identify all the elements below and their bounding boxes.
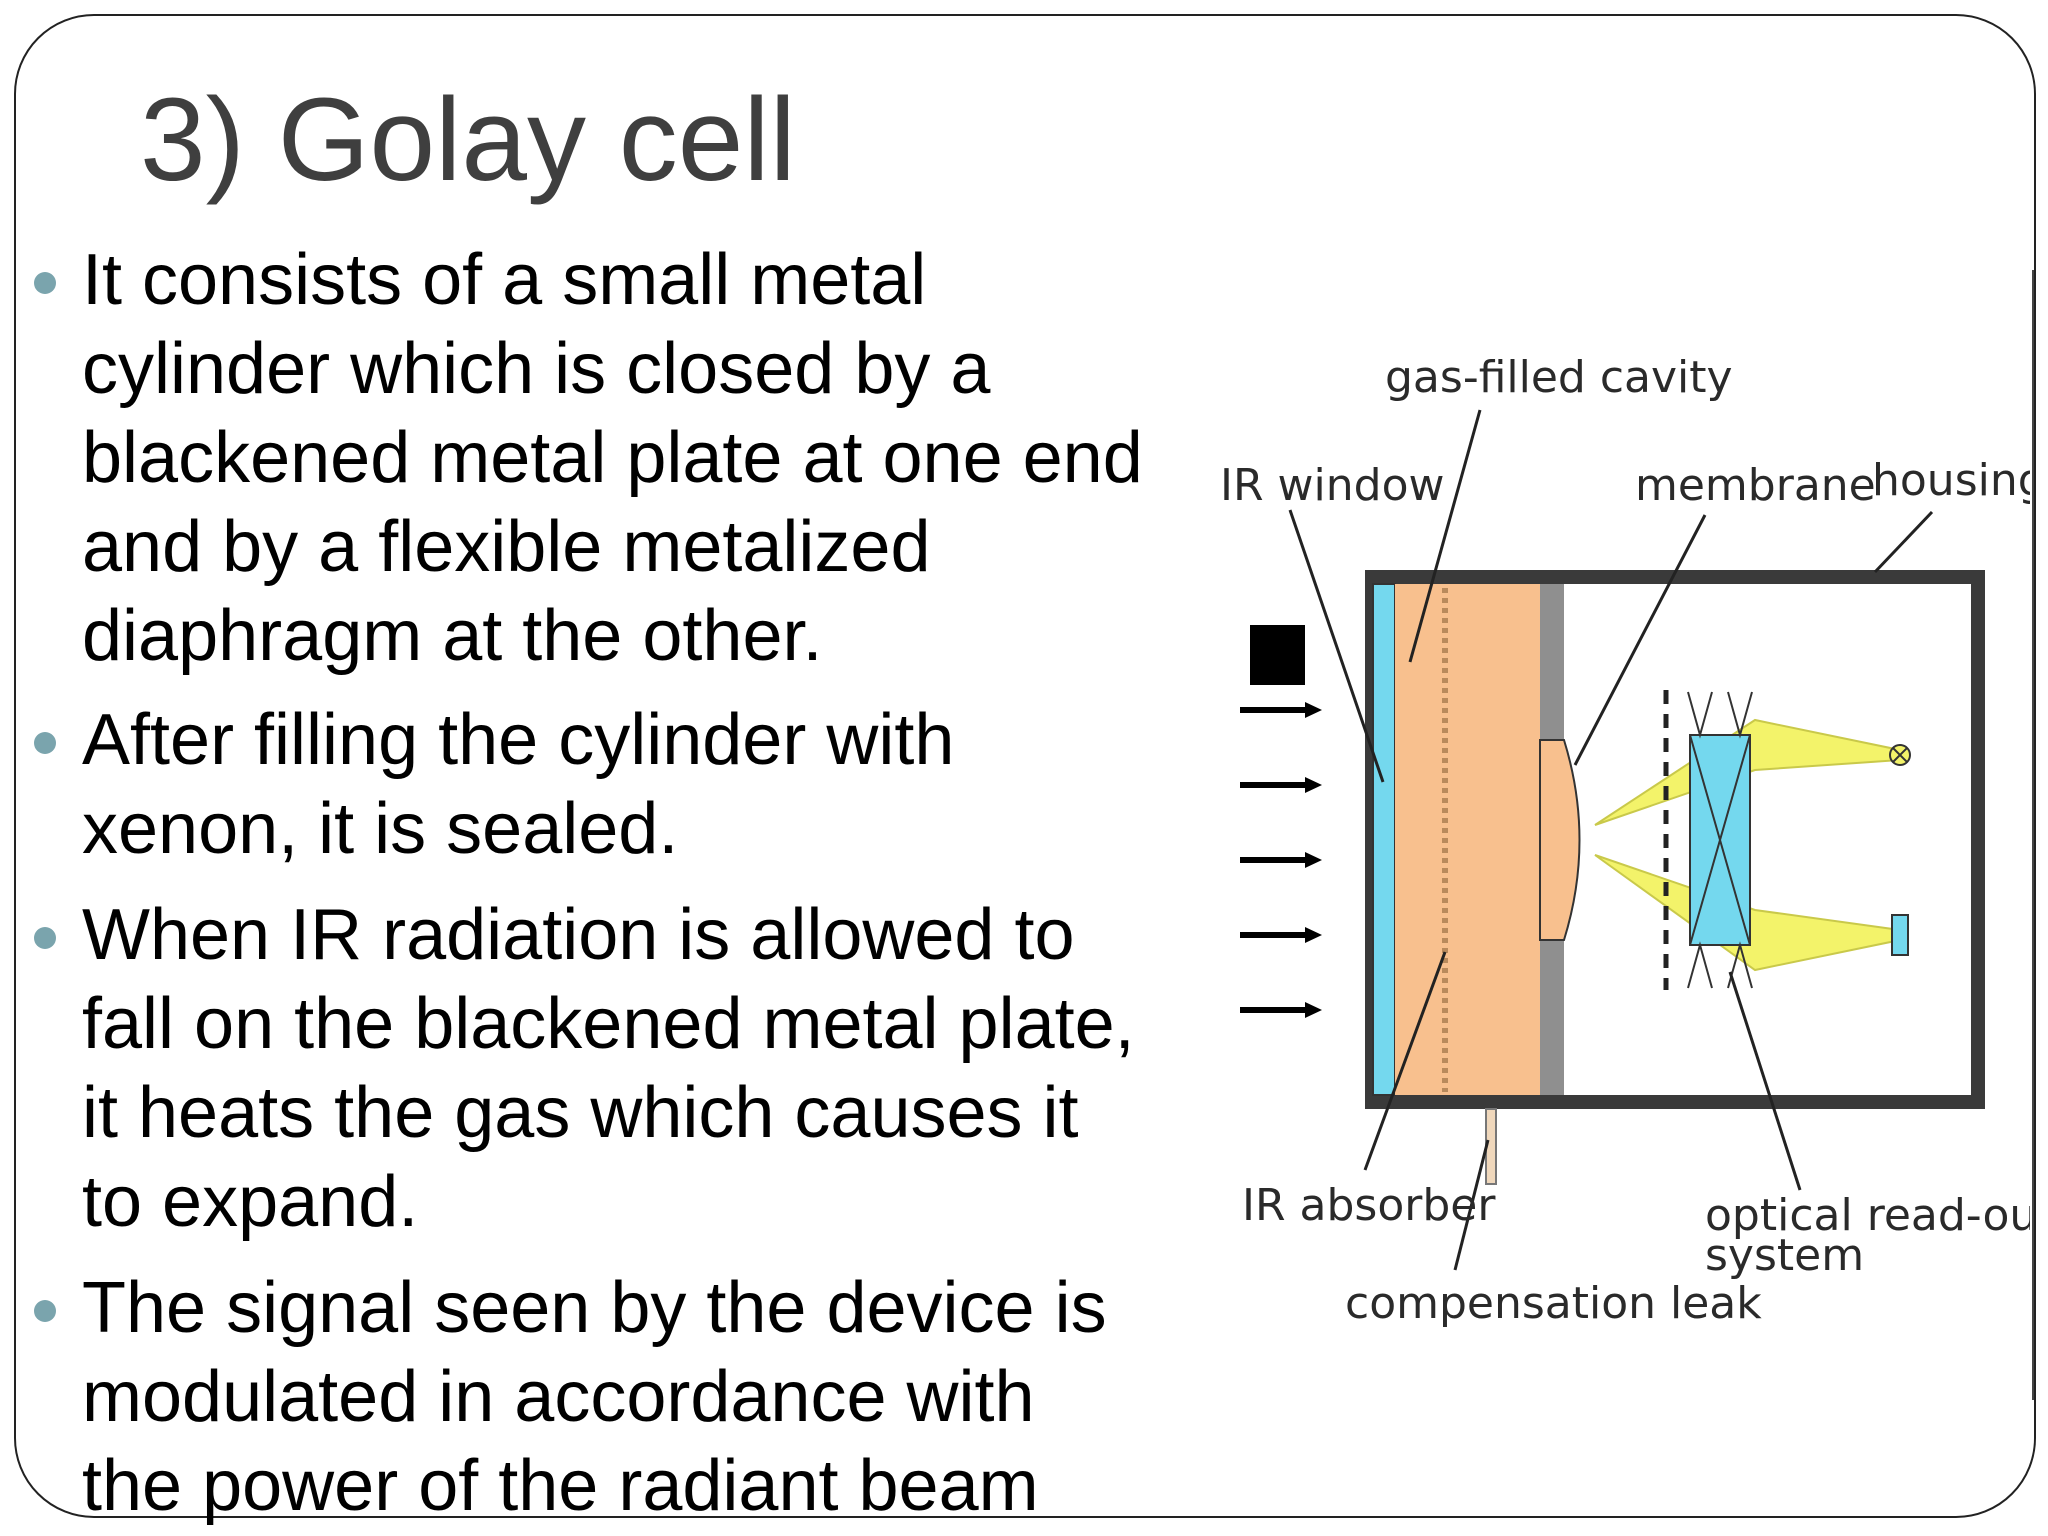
bullet-dot-icon (34, 272, 56, 294)
bullet-item: It consists of a small metal cylinder wh… (20, 236, 1143, 681)
slide-edge-line (2032, 270, 2034, 1400)
lens-bottom-marks (1687, 941, 1753, 989)
bullet-text: The signal seen by the device is modulat… (82, 1268, 1107, 1526)
gas-filled-cavity (1395, 584, 1540, 1095)
leader-lines (1288, 409, 1934, 1271)
slide-frame (14, 14, 2036, 1518)
label-ir-absorber: IR absorber (1242, 1180, 1496, 1231)
bullet-item: After filling the cylinder with xenon, i… (20, 696, 954, 874)
ir-window-glass (1372, 583, 1396, 1096)
bullet-dot-icon (34, 927, 56, 949)
incoming-radiation-arrows (1240, 702, 1322, 1018)
bullet-text: After filling the cylinder with xenon, i… (82, 700, 955, 869)
lens-cross-line (1689, 734, 1751, 946)
bullet-text: When IR radiation is allowed to fall on … (82, 895, 1135, 1242)
housing-left-wall (1365, 570, 1373, 1109)
housing-right-wall (1971, 570, 1985, 1109)
housing-bottom-wall (1365, 1095, 1985, 1109)
label-optical-readout-line1: optical read-out (1705, 1190, 2030, 1241)
lens-top-marks (1687, 691, 1753, 739)
bullet-item: The signal seen by the device is modulat… (20, 1264, 1107, 1531)
bullet-text: It consists of a small metal cylinder wh… (82, 240, 1143, 676)
radiation-source-icon (1250, 625, 1305, 685)
golay-cell-diagram: gas-filled cavity IR window membrane hou… (1220, 352, 2030, 1329)
label-optical-readout-line2: system (1705, 1230, 1864, 1281)
slide-title: 3) Golay cell (140, 74, 796, 206)
housing-top-wall (1365, 570, 1985, 584)
label-housing: housing (1872, 455, 2030, 506)
label-gas-filled-cavity: gas-filled cavity (1385, 352, 1733, 403)
detector-icon (1891, 914, 1909, 956)
bullet-dot-icon (34, 732, 56, 754)
membrane-bulge (1539, 739, 1581, 941)
bullet-dot-icon (34, 1300, 56, 1322)
bullet-item: When IR radiation is allowed to fall on … (20, 891, 1135, 1247)
label-ir-window: IR window (1220, 460, 1444, 511)
label-membrane: membrane (1635, 460, 1876, 511)
light-source-cross (1892, 747, 1908, 763)
label-compensation-leak: compensation leak (1345, 1278, 1762, 1329)
